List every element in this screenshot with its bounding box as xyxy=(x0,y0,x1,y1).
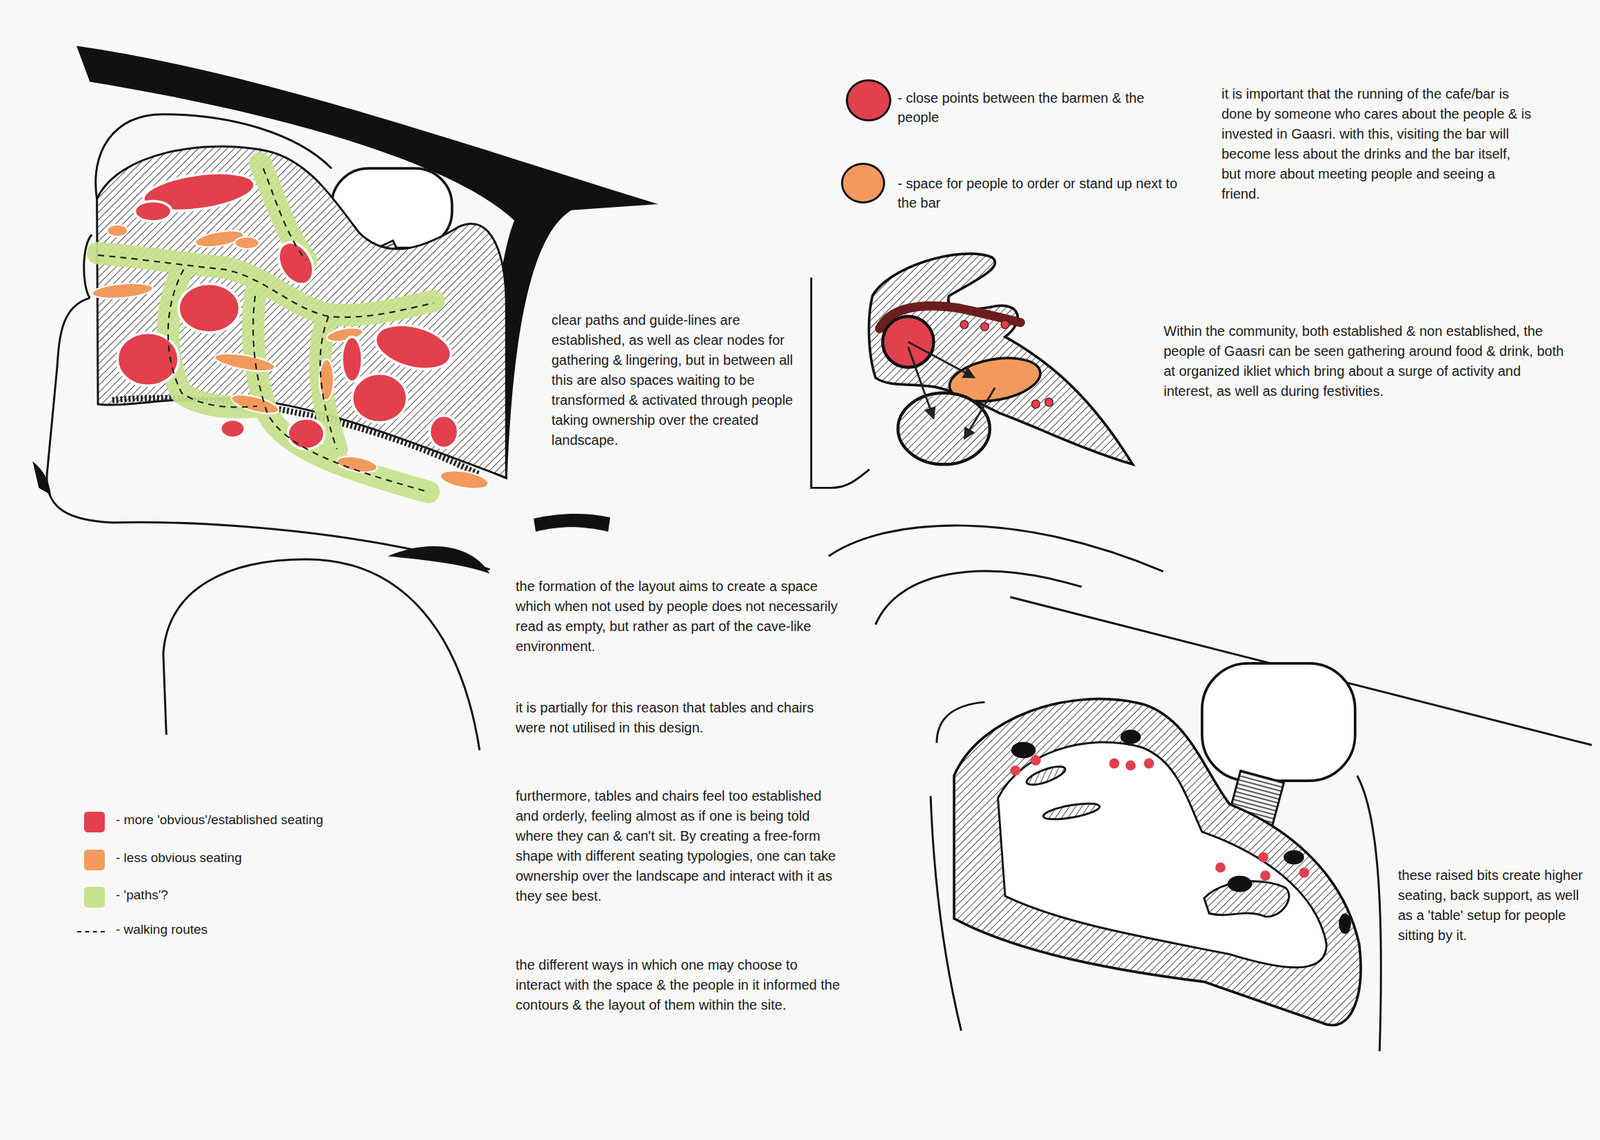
seat-dot xyxy=(1143,758,1154,769)
legend-label: - less obvious seating xyxy=(115,848,475,868)
seat-red xyxy=(370,317,456,377)
annotation-note: it is important that the running of the … xyxy=(1221,84,1532,205)
seat-orange xyxy=(234,236,260,249)
seat-red xyxy=(134,201,171,222)
raised-bit xyxy=(1283,849,1305,865)
legend-circle xyxy=(841,162,886,204)
outline xyxy=(1357,775,1382,1052)
seat-dot xyxy=(1030,754,1041,766)
raised-bit xyxy=(1120,729,1141,744)
annotation-note: these raised bits create higher seating,… xyxy=(1398,865,1585,946)
seat-red xyxy=(341,336,363,382)
seat-orange xyxy=(106,224,128,238)
raised-bit xyxy=(1338,912,1352,934)
seat-orange xyxy=(335,453,379,475)
legend-swatch xyxy=(84,886,105,908)
less-obvious-seats xyxy=(90,224,490,493)
route xyxy=(320,316,338,449)
seat-dot xyxy=(1125,759,1137,771)
route xyxy=(263,168,307,260)
route xyxy=(168,269,258,408)
seat-dots xyxy=(1009,754,1310,881)
seat-island xyxy=(1042,800,1101,823)
seat-orange xyxy=(319,359,334,400)
walking-routes xyxy=(97,168,434,492)
legend-circle xyxy=(845,79,892,122)
raised-bits xyxy=(1011,729,1352,934)
legend-swatch xyxy=(84,849,105,870)
seat-dot xyxy=(1215,861,1226,873)
seat-dot xyxy=(1109,758,1120,769)
raised-seating-plan xyxy=(930,596,1592,1052)
legend-label: - 'paths'? xyxy=(115,885,475,905)
seat-red xyxy=(287,418,324,449)
bar-counter xyxy=(869,253,1134,464)
seat-orange xyxy=(213,349,277,375)
seat-dot xyxy=(1260,869,1271,881)
seat-orange xyxy=(90,281,154,301)
seat-dot xyxy=(1298,867,1310,878)
legend-label: - close points between the barmen & the … xyxy=(897,88,1188,127)
legend-label: - walking routes xyxy=(115,920,475,939)
legend-swatch xyxy=(84,811,105,833)
path-zone-part xyxy=(168,267,258,408)
annotation-note: it is partially for this reason that tab… xyxy=(515,697,844,738)
annotation-arrow xyxy=(907,346,934,419)
outline xyxy=(163,559,480,751)
wall-crescent xyxy=(387,545,490,574)
cave-wall xyxy=(954,698,1361,1025)
ledge xyxy=(112,397,480,475)
wall-bar xyxy=(533,513,611,532)
route xyxy=(252,295,429,492)
annotation-note: the formation of the layout aims to crea… xyxy=(515,576,844,657)
annotation-note: clear paths and guide-lines are establis… xyxy=(551,310,804,451)
seat-red xyxy=(178,283,240,333)
legend-label: - more 'obvious'/established seating xyxy=(115,810,475,830)
wall-sliver xyxy=(32,461,52,495)
legend-dash-sample xyxy=(77,930,105,933)
contact-dot xyxy=(1000,320,1010,329)
cave-floor xyxy=(97,146,507,478)
outline xyxy=(811,277,870,489)
outline xyxy=(163,652,167,735)
outline xyxy=(84,234,93,298)
raised-bit xyxy=(1011,741,1037,759)
contact-dot xyxy=(1045,397,1054,407)
seat-red xyxy=(117,332,179,386)
seat-orange xyxy=(438,467,490,493)
contact-dot xyxy=(980,322,990,331)
annotation-note: the different ways in which one may choo… xyxy=(515,954,844,1015)
annotation-note: Within the community, both established &… xyxy=(1163,321,1567,402)
route xyxy=(97,255,434,318)
seat-dot xyxy=(1009,765,1021,776)
annotation-note: furthermore, tables and chairs feel too … xyxy=(515,785,844,906)
seat-red xyxy=(220,419,246,438)
seat-island xyxy=(1024,762,1068,788)
outline xyxy=(875,570,1082,624)
legend-label: - space for people to order or stand up … xyxy=(897,173,1188,213)
seat-orange xyxy=(229,390,281,418)
seat-red xyxy=(429,414,458,448)
service-room xyxy=(1202,663,1356,781)
raised-bit xyxy=(1227,875,1253,893)
seat-dot xyxy=(1258,852,1269,863)
established-seats xyxy=(117,166,458,449)
outline xyxy=(936,701,986,743)
annotation-arrow xyxy=(964,387,995,439)
outline xyxy=(828,525,1164,572)
table-island xyxy=(898,392,990,465)
seat-red xyxy=(352,373,408,423)
bar-plan xyxy=(811,253,1164,625)
contact-dot xyxy=(960,320,969,329)
contact-dot xyxy=(1031,399,1041,409)
cave-interior xyxy=(998,741,1328,968)
